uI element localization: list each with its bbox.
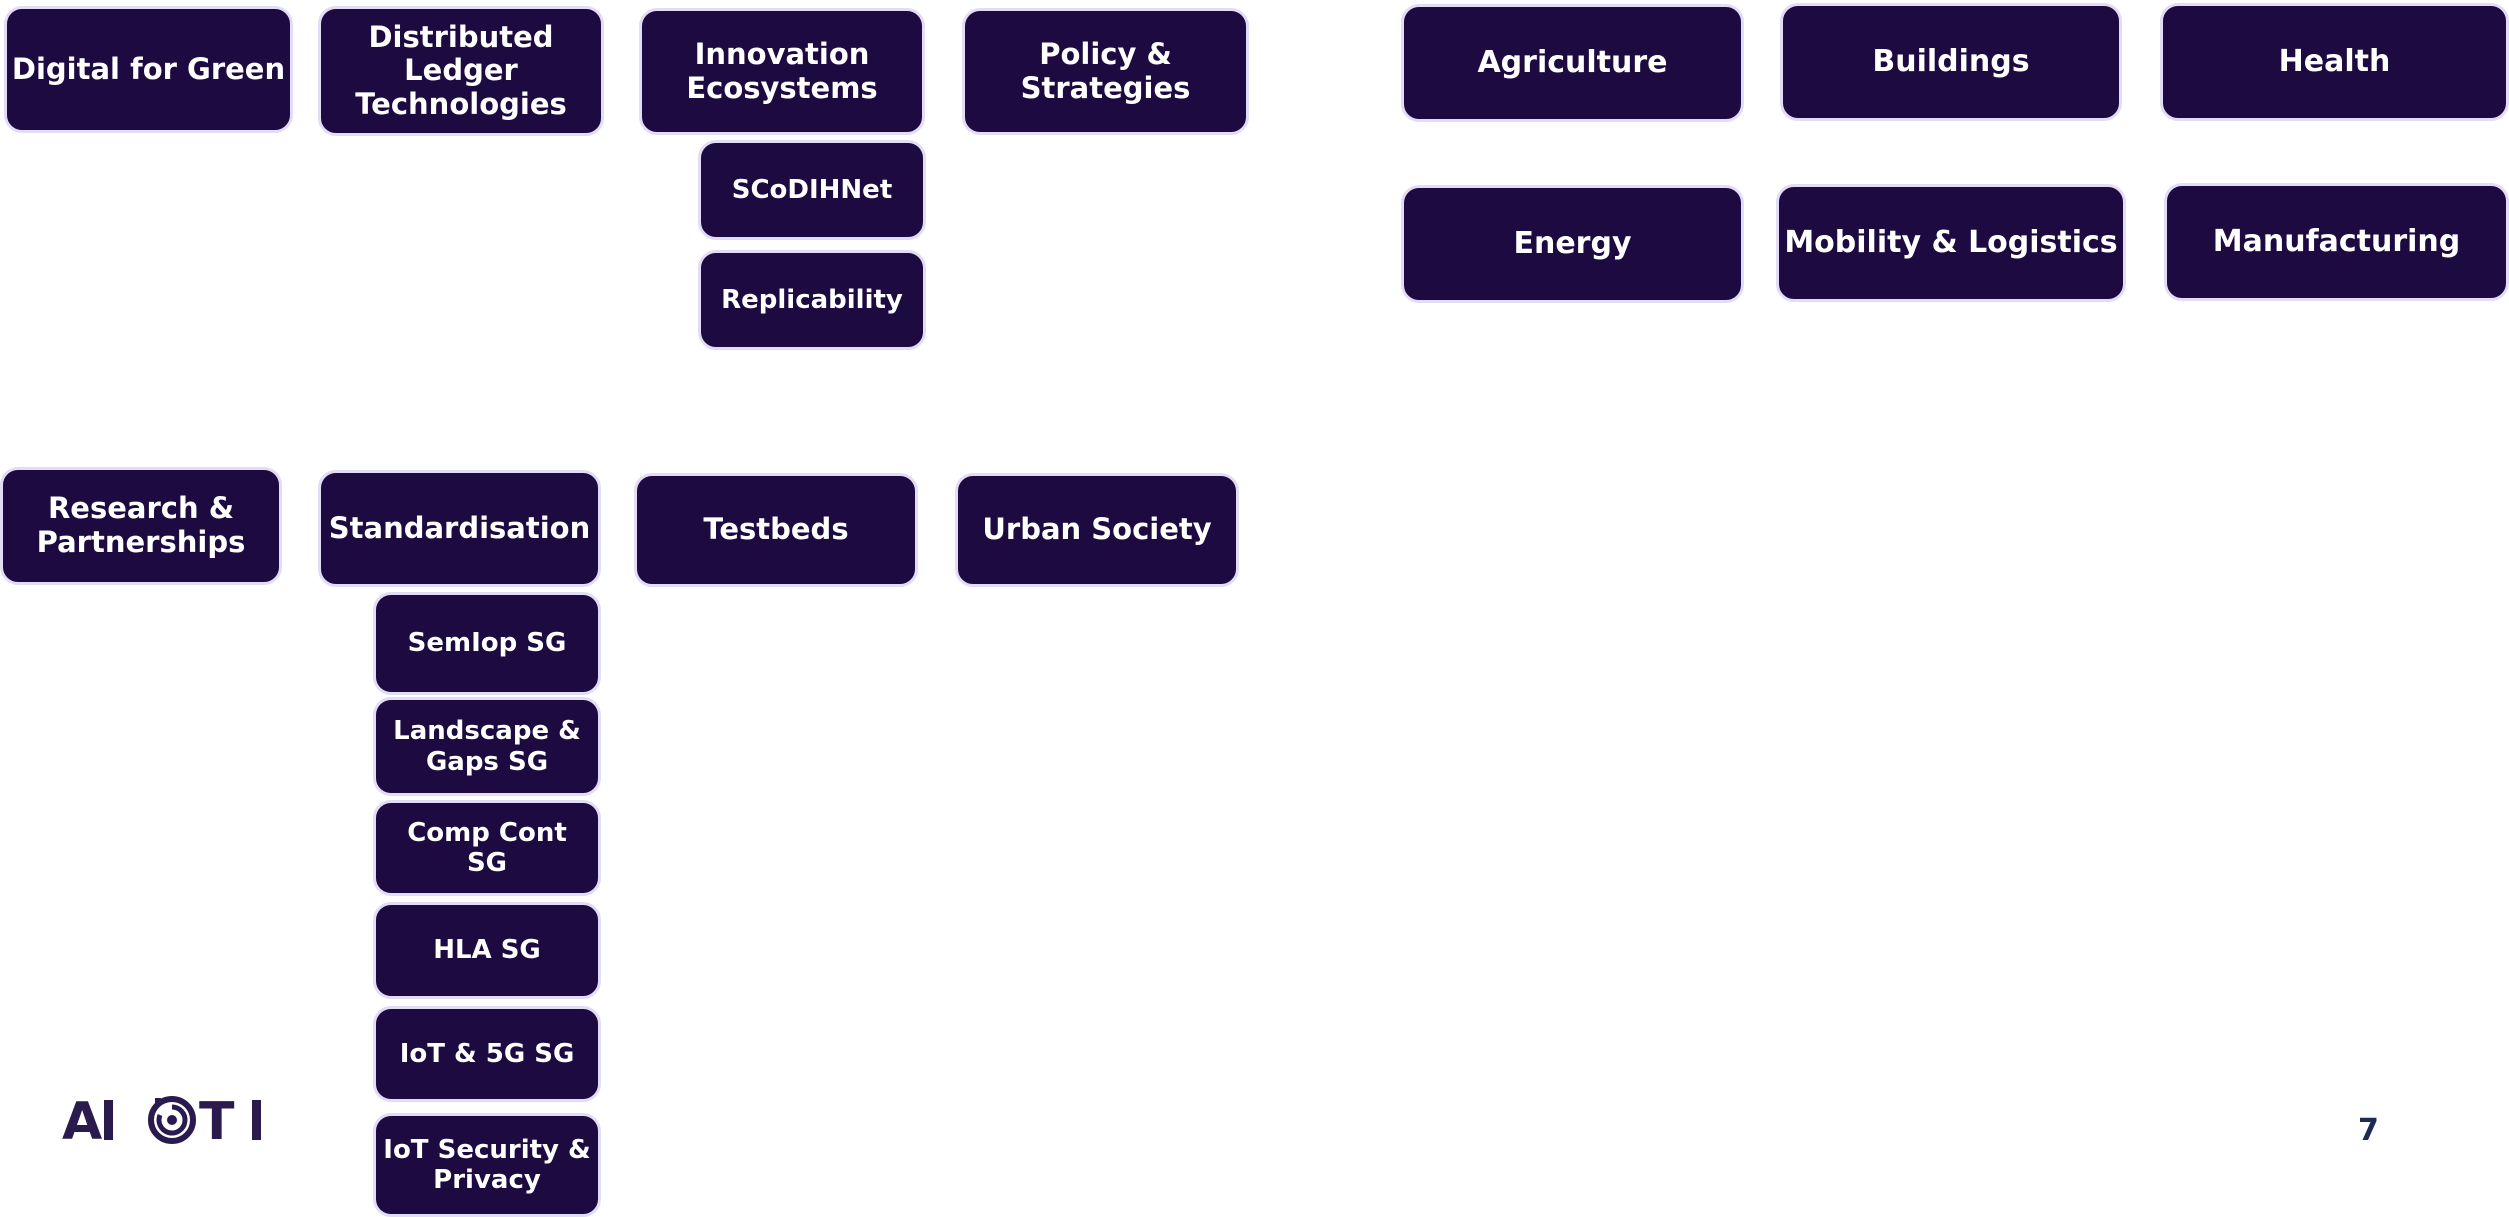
- wg-distributed-ledger-technologies: Distributed Ledger Technologies: [318, 6, 604, 136]
- wg-standardisation: Standardisation: [318, 470, 601, 587]
- subgroup-comp-cont-sg: Comp Cont SG: [373, 800, 601, 896]
- wg-digital-for-green: Digital for Green: [4, 6, 293, 133]
- svg-text:A: A: [62, 1092, 102, 1150]
- vertical-agriculture: Agriculture: [1401, 4, 1744, 122]
- wg-testbeds: Testbeds: [634, 473, 918, 587]
- vertical-energy: Energy: [1401, 185, 1744, 303]
- svg-text:T: T: [199, 1092, 235, 1150]
- wg-policy-strategies: Policy & Strategies: [962, 8, 1249, 135]
- subgroup-replicability: Replicability: [698, 250, 926, 350]
- vertical-manufacturing: Manufacturing: [2164, 183, 2509, 301]
- subgroup-semiop-sg: SemIop SG: [373, 592, 601, 695]
- aioti-logo-icon: A T: [62, 1092, 261, 1150]
- wg-urban-society: Urban Society: [955, 473, 1239, 587]
- vertical-buildings: Buildings: [1780, 3, 2122, 121]
- page-number: 7: [2358, 1113, 2379, 1148]
- subgroup-iot-5g-sg: IoT & 5G SG: [373, 1006, 601, 1102]
- wg-research-partnerships: Research & Partnerships: [0, 467, 282, 585]
- subgroup-scodihnet: SCoDIHNet: [698, 140, 926, 240]
- wg-innovation-ecosystems: Innovation Ecosystems: [639, 8, 925, 135]
- subgroup-iot-security-privacy: IoT Security & Privacy: [373, 1113, 601, 1217]
- vertical-mobility-logistics: Mobility & Logistics: [1776, 184, 2126, 302]
- vertical-health: Health: [2160, 3, 2509, 121]
- subgroup-hla-sg: HLA SG: [373, 902, 601, 999]
- subgroup-landscape-gaps-sg: Landscape & Gaps SG: [373, 697, 601, 796]
